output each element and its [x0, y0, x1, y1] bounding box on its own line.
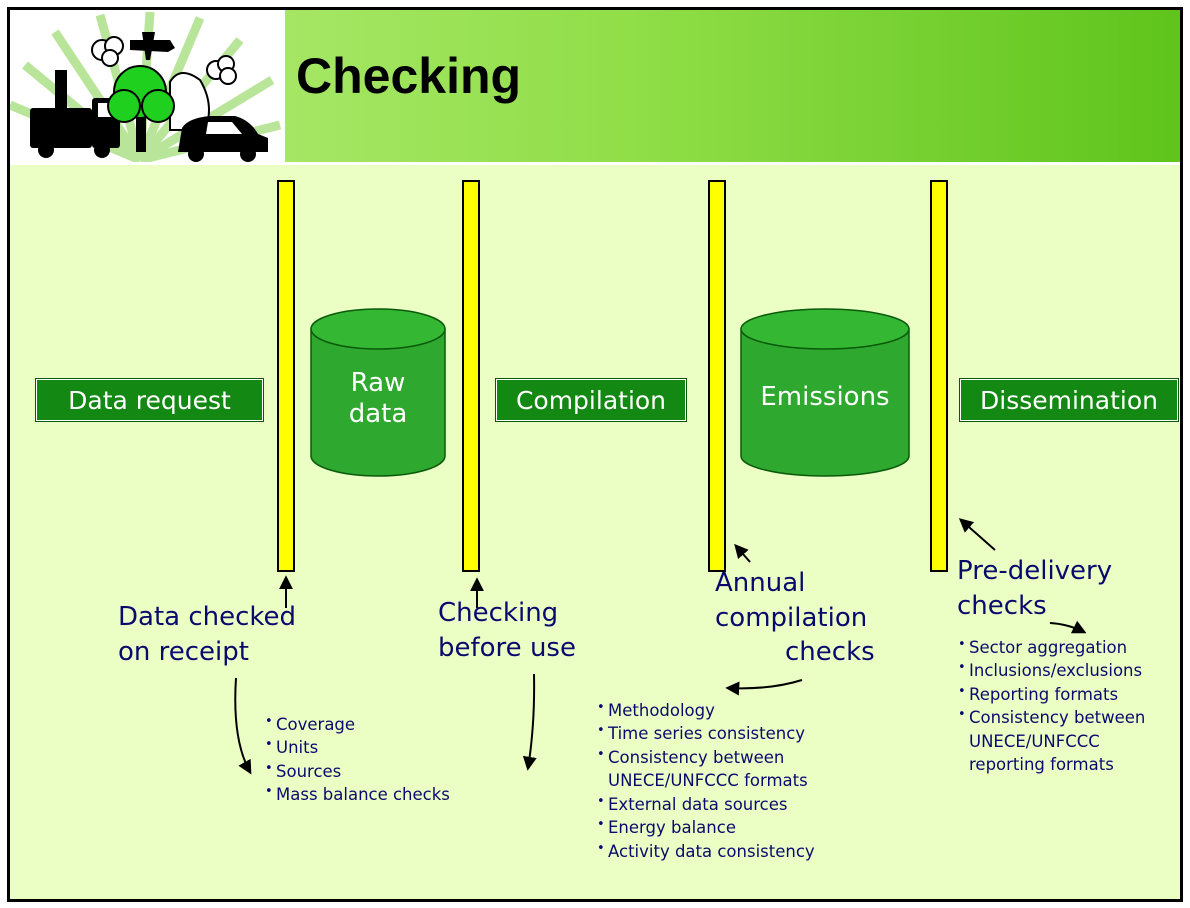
note-data-checked-on-receipt: Data checked on receipt [118, 600, 296, 669]
emissions-cylinder [740, 308, 910, 477]
raw-data-cylinder [310, 308, 446, 477]
stage-data-request: Data request [35, 378, 264, 422]
raw-data-label: Raw data [328, 368, 428, 430]
page-title: Checking [296, 48, 522, 104]
environment-logo [10, 10, 285, 165]
list-item: Activity data consistency [597, 840, 815, 863]
header-banner: Checking [10, 10, 1180, 165]
arrow-receipt-list [234, 677, 252, 775]
list-item-continuation: UNECE/UNFCCC [969, 731, 1100, 751]
receipt-checks-list: Coverage Units Sources Mass balance chec… [265, 713, 450, 807]
list-item: Methodology [597, 699, 815, 722]
list-item: Coverage [265, 713, 450, 736]
check-bar-annual [708, 180, 726, 572]
raw-data-label-line2: data [348, 399, 408, 430]
arrow-before-use-list [522, 673, 537, 771]
note-annual-line1: Annual [715, 568, 806, 598]
note-before-use-line2: before use [438, 632, 576, 663]
note-receipt-line1: Data checked [118, 602, 297, 632]
list-item: Consistency between [597, 746, 815, 769]
diagram-overlay [234, 308, 1087, 775]
note-annual-line3: checks [785, 637, 875, 668]
list-item-continuation: UNECE/UNFCCC formats [608, 771, 808, 791]
note-pre-delivery-checks: Pre-delivery checks [957, 554, 1112, 623]
note-pre-delivery-line2: checks [957, 590, 1047, 621]
list-item: Sources [265, 760, 450, 783]
list-item: Reporting formats [958, 683, 1145, 706]
list-item: Mass balance checks [265, 783, 450, 806]
note-annual-line2: compilation [715, 602, 868, 633]
stage-dissemination: Dissemination [959, 378, 1179, 422]
arrow-annual-list [725, 679, 803, 696]
arrow-pre-delivery-list [1049, 620, 1087, 634]
slide: Checking Data request Compilation Dissem… [7, 7, 1183, 902]
check-bar-receipt [277, 180, 295, 572]
pre-delivery-checks-list: Sector aggregation Inclusions/exclusions… [958, 636, 1145, 777]
raw-data-label-line1: Raw [350, 368, 406, 398]
note-pre-delivery-line1: Pre-delivery [957, 556, 1113, 586]
emissions-label: Emissions [760, 382, 890, 412]
stage-compilation: Compilation [495, 378, 687, 422]
note-checking-before-use: Checking before use [438, 596, 576, 665]
annual-checks-list: Methodology Time series consistency Cons… [597, 699, 815, 863]
list-item: Sector aggregation [958, 636, 1145, 659]
note-before-use-line1: Checking [438, 598, 559, 628]
list-item-continuation: reporting formats [969, 755, 1114, 775]
note-annual-compilation-checks: Annual compilation checks [715, 566, 875, 670]
list-item: Inclusions/exclusions [958, 659, 1145, 682]
list-item: Time series consistency [597, 722, 815, 745]
list-item: Units [265, 736, 450, 759]
list-item: Energy balance [597, 816, 815, 839]
check-bar-pre-delivery [930, 180, 948, 572]
list-item: External data sources [597, 793, 815, 816]
arrow-annual [734, 543, 751, 563]
check-bar-before-use [462, 180, 480, 572]
arrow-pre-delivery [958, 518, 996, 551]
list-item: Consistency between [958, 706, 1145, 729]
note-receipt-line2: on receipt [118, 636, 249, 667]
